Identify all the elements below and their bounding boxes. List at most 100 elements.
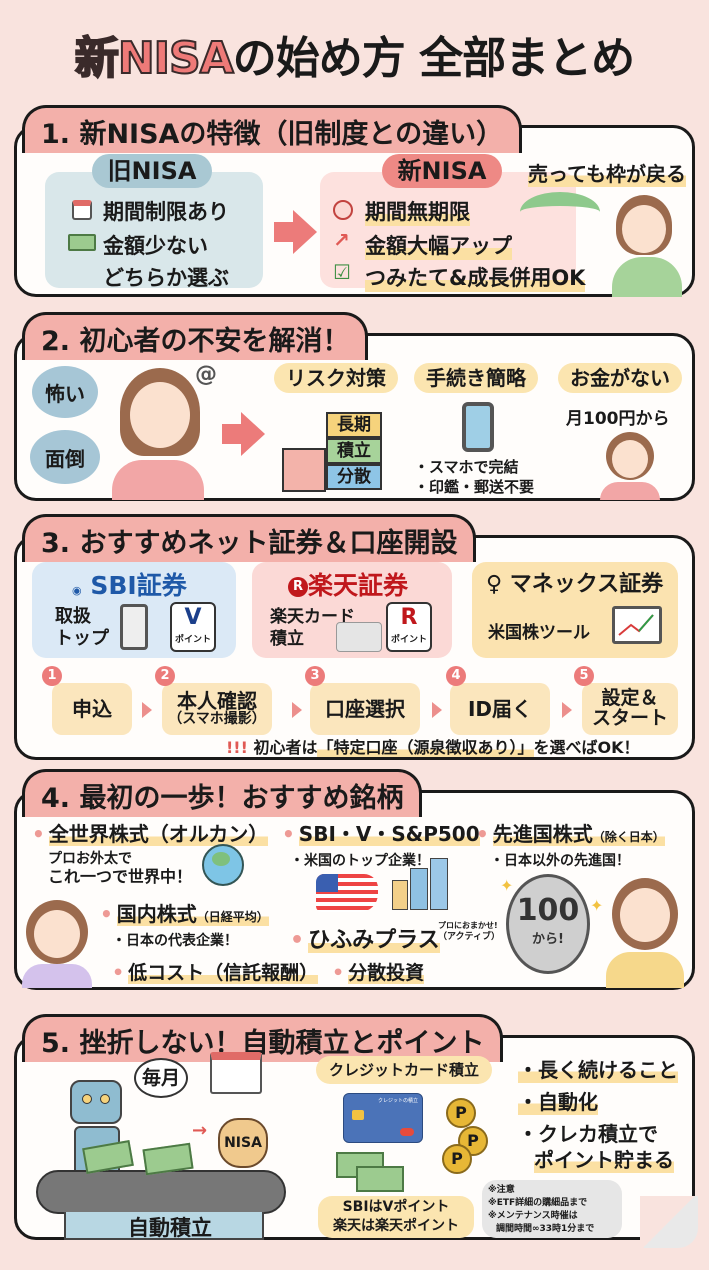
section-4-heading: 4. 最初の一歩！おすすめ銘柄 bbox=[22, 769, 423, 817]
building-icon bbox=[410, 868, 428, 910]
page-curl-icon bbox=[640, 1196, 698, 1248]
from-100-yen-note: 月100円から bbox=[566, 409, 670, 429]
usa-flag-map-icon bbox=[316, 874, 378, 912]
page-title: 新NISAの始め方 全部まとめ bbox=[0, 22, 709, 86]
phone-tap-icon bbox=[120, 604, 148, 650]
section-5-heading: 5. 挫折しない！自動積立とポイント bbox=[22, 1014, 504, 1062]
procedure-bullet-1: ・スマホで完結 bbox=[414, 458, 519, 476]
no-money-label: お金がない bbox=[558, 363, 682, 393]
fund-all-world: •全世界株式（オルカン） bbox=[32, 822, 269, 846]
point-coin-icon: P bbox=[442, 1144, 472, 1174]
step-4-id: ID届く bbox=[450, 683, 550, 735]
step-3-account: 口座選択 bbox=[310, 683, 420, 735]
step-arrow-icon bbox=[432, 702, 442, 718]
arrow-right-icon-2 bbox=[222, 424, 242, 444]
robot-head-icon bbox=[70, 1080, 122, 1124]
step-3-number: 3 bbox=[305, 666, 325, 686]
dizzy-swirl-icon: @ bbox=[195, 362, 217, 387]
risk-measures-label: リスク対策 bbox=[274, 363, 398, 393]
fund-hifumi: •ひふみプラス bbox=[290, 928, 440, 953]
old-nisa-label: 旧NISA bbox=[92, 154, 212, 188]
points-note: SBIはVポイント楽天は楽天ポイント bbox=[318, 1196, 474, 1238]
tip-earn-points: ポイント貯まる bbox=[534, 1144, 674, 1173]
step-1-apply: 申込 bbox=[52, 683, 132, 735]
credit-card-icon bbox=[336, 622, 382, 652]
worry-cloud-scary: 怖い bbox=[32, 366, 98, 418]
step-arrow-icon bbox=[142, 702, 152, 718]
v-point-badge: V ポイント bbox=[170, 602, 216, 652]
return-arrow-icon bbox=[520, 192, 600, 232]
trend-up-icon: ↗ bbox=[333, 228, 350, 252]
monthly-speech-bubble: 毎月 bbox=[134, 1058, 188, 1098]
step-5-start: 設定＆スタート bbox=[582, 683, 678, 735]
block-long-term: 長期 bbox=[326, 412, 382, 438]
step-1-number: 1 bbox=[42, 666, 62, 686]
monex-feature: 米国株ツール bbox=[488, 623, 590, 643]
woman-ok-illustration bbox=[598, 195, 690, 297]
rakuten-name: 楽天証券 bbox=[308, 571, 409, 600]
fund-sp500: •SBI・V・S&P500 bbox=[282, 822, 480, 846]
step-4-number: 4 bbox=[446, 666, 466, 686]
conveyor-belt-icon bbox=[36, 1170, 286, 1214]
new-item-1: 期間無期限 bbox=[365, 196, 470, 226]
title-rest: の始め方 全部まとめ bbox=[232, 33, 635, 84]
tip-keep-going: ・長く続けること bbox=[518, 1054, 678, 1083]
step-2-identity: 本人確認（スマホ撮影） bbox=[162, 683, 272, 735]
fund-sp500-desc: ・米国のトップ企業！ bbox=[290, 853, 430, 869]
auto-accumulate-label: 自動積立 bbox=[128, 1216, 212, 1240]
monex-name: マネックス証券 bbox=[509, 572, 664, 597]
sparkle-icon: ✦ bbox=[500, 876, 514, 895]
r-point-badge: R ポイント bbox=[386, 602, 432, 652]
arrow-right-icon-3: → bbox=[192, 1120, 208, 1141]
calendar-icon bbox=[72, 200, 92, 220]
arrow-head-icon bbox=[293, 210, 317, 254]
banknote-icon bbox=[68, 234, 96, 251]
sbi-name: SBI証券 bbox=[90, 571, 187, 600]
step-arrow-icon bbox=[292, 702, 302, 718]
callout-text: 売っても枠が戻る bbox=[528, 158, 686, 187]
section-3-heading: 3. おすすめネット証券＆口座開設 bbox=[22, 514, 477, 562]
point-low-cost: •低コスト（信託報酬） bbox=[112, 962, 319, 984]
waving-woman-right-illustration bbox=[606, 878, 684, 988]
block-accumulate: 積立 bbox=[326, 438, 382, 464]
new-item-2: 金額大幅アップ bbox=[365, 230, 512, 260]
step-2-number: 2 bbox=[155, 666, 175, 686]
box-icon bbox=[282, 448, 326, 492]
skyscraper-icon bbox=[430, 858, 448, 910]
fund-domestic: •国内株式（日経平均） bbox=[100, 902, 269, 926]
checkbox-icon: ☑ bbox=[333, 260, 351, 284]
conveyor-base bbox=[64, 1212, 264, 1240]
building-icon bbox=[392, 880, 408, 910]
chart-monitor-icon bbox=[612, 606, 662, 644]
rakuten-feature: 楽天カード積立 bbox=[270, 607, 355, 649]
100-yen-coin-icon: 100 から! bbox=[506, 874, 590, 974]
waving-woman-left-illustration bbox=[22, 900, 92, 988]
procedure-bullet-2: ・印鑑・郵送不要 bbox=[414, 478, 535, 496]
simple-procedure-label: 手続き簡略 bbox=[414, 363, 538, 393]
clock-icon bbox=[333, 200, 353, 220]
title-highlight: 新NISA bbox=[74, 32, 235, 85]
old-item-2: 金額少ない bbox=[103, 234, 208, 258]
globe-icon bbox=[202, 844, 244, 886]
credit-card-icon-2: クレジットの積立 bbox=[343, 1093, 423, 1143]
section-2-heading: 2. 初心者の不安を解消！ bbox=[22, 312, 369, 360]
fund-hifumi-note: プロにおまかせ!（アクティブ） bbox=[438, 921, 501, 942]
credit-card-accumulate-label: クレジットカード積立 bbox=[316, 1056, 492, 1084]
notice-box: ※注意 ※ETF詳細の購細品まで ※メンテナンス時催は 調間時間∞33時1分まで bbox=[482, 1180, 622, 1238]
sparkle-icon: ✦ bbox=[590, 896, 604, 915]
tip-card-accumulate: ・クレカ積立で bbox=[518, 1122, 658, 1146]
account-tip: !!! 初心者は「特定口座（源泉徴収あり）」を選べばOK！ bbox=[226, 738, 640, 757]
fund-domestic-desc: ・日本の代表企業！ bbox=[112, 933, 238, 949]
section-1-heading: 1. 新NISAの特徴（旧制度との違い） bbox=[22, 105, 523, 153]
arrow-head-icon-2 bbox=[241, 412, 265, 456]
point-diversify: •分散投資 bbox=[332, 962, 425, 984]
monex-logo: ♀ マネックス証券 bbox=[486, 572, 664, 597]
point-coin-icon: P bbox=[446, 1098, 476, 1128]
fund-developed: •先進国株式（除く日本） bbox=[476, 822, 665, 846]
old-nisa-box bbox=[45, 172, 263, 288]
new-nisa-label: 新NISA bbox=[382, 154, 502, 188]
fund-developed-desc: ・日本以外の先進国！ bbox=[490, 853, 630, 869]
new-item-3: つみたて&成長併用OK bbox=[365, 262, 586, 292]
smartphone-icon bbox=[462, 402, 494, 452]
